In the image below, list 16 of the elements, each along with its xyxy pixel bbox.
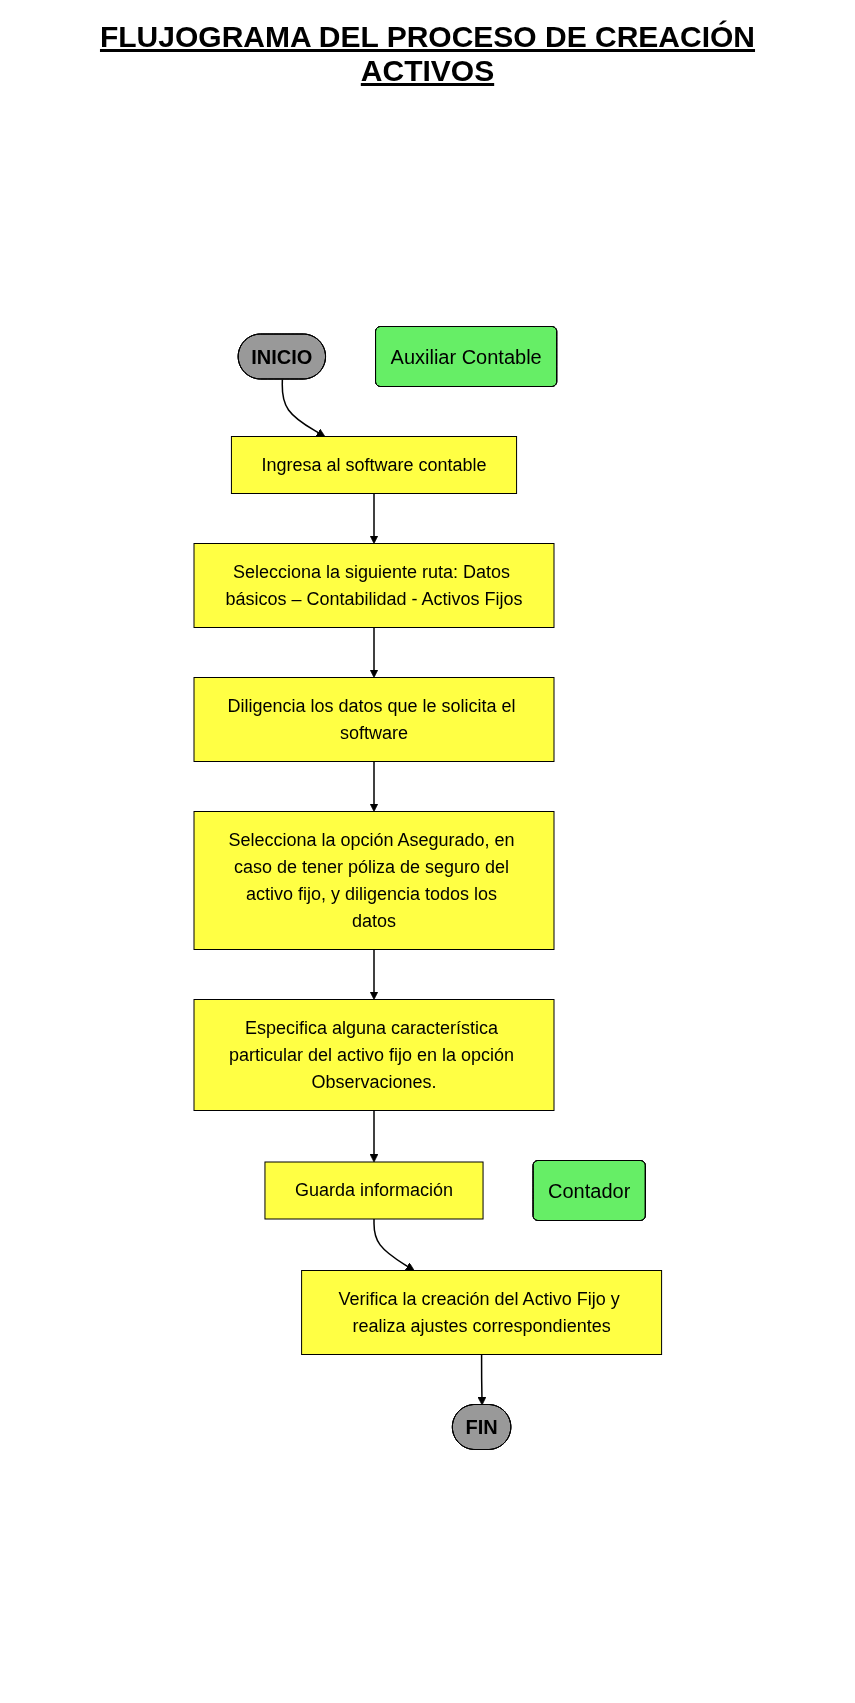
arrow — [369, 948, 379, 1000]
node-box: Especifica alguna característica particular del activo fijo en la opción Observaciones. — [193, 999, 555, 1111]
arrow — [369, 1109, 379, 1163]
node-box: Guarda información — [264, 1161, 484, 1220]
arrow — [369, 626, 379, 678]
arrow — [477, 1353, 487, 1406]
node-box: Selecciona la siguiente ruta: Datos básicos – Contabilidad - Activos Fijos — [193, 543, 555, 628]
arrow — [369, 492, 379, 544]
arrow — [281, 378, 325, 437]
node-box: Ingresa al software contable — [230, 436, 517, 494]
node-box: Verifica la creación del Activo Fijo y realiza ajustes correspondientes — [300, 1270, 662, 1355]
node-box: Selecciona la opción Asegurado, en caso de tener póliza de seguro del activo fijo, y diligencia todos los datos — [193, 811, 555, 950]
arrow — [372, 1218, 415, 1271]
arrow — [369, 760, 379, 812]
node-box: Diligencia los datos que le solicita el software — [193, 677, 555, 762]
title: FLUJOGRAMA DEL PROCESO DE CREACIÓN ACTIVOS — [98, 20, 757, 88]
